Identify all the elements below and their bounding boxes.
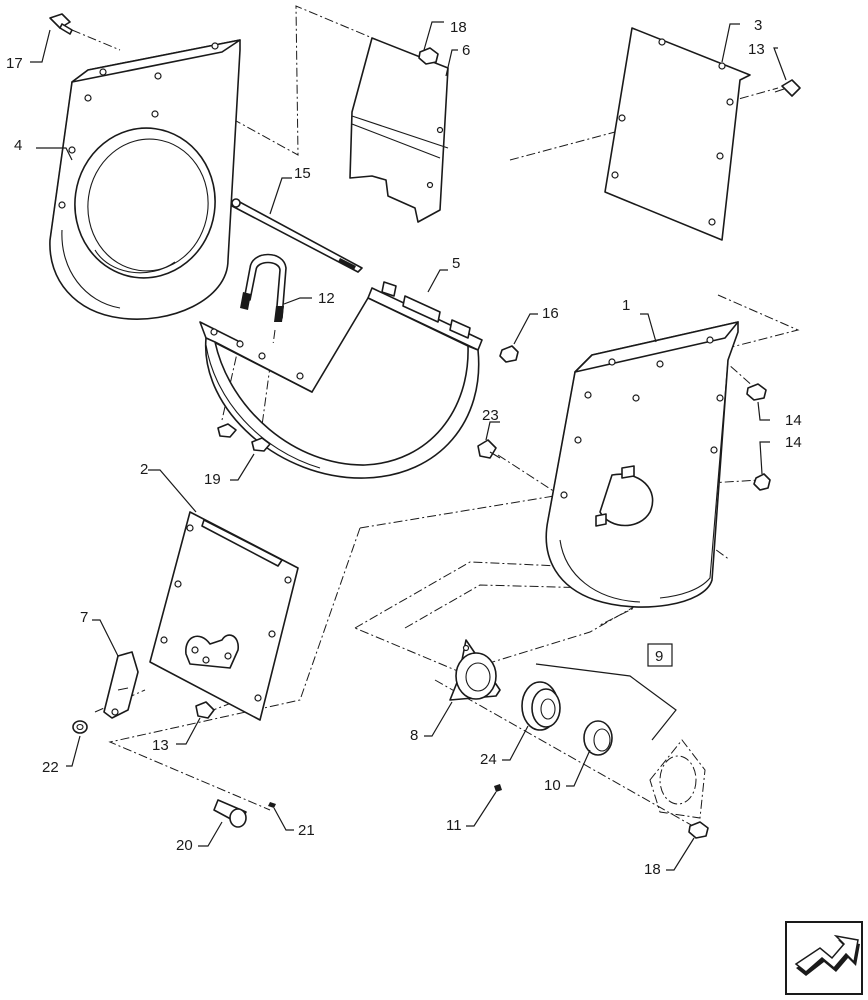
callout-9-box xyxy=(647,643,673,667)
clip-21 xyxy=(268,802,276,808)
callout-15: 15 xyxy=(294,165,311,182)
callout-22: 22 xyxy=(42,759,59,776)
nuts-19 xyxy=(217,423,271,452)
callout-13-top: 13 xyxy=(748,41,765,58)
pin-20 xyxy=(213,799,247,828)
callout-10: 10 xyxy=(544,777,561,794)
nut-16 xyxy=(499,345,519,363)
part-3-plate xyxy=(604,27,751,241)
callout-7: 7 xyxy=(80,609,88,626)
callout-17: 17 xyxy=(6,55,23,72)
callout-20: 20 xyxy=(176,837,193,854)
bolt-23 xyxy=(477,439,501,459)
callout-6: 6 xyxy=(462,42,470,59)
group-9-bracket xyxy=(535,663,677,741)
part-24-bearing xyxy=(521,681,561,731)
callout-16: 16 xyxy=(542,305,559,322)
callout-14-a: 14 xyxy=(785,412,802,429)
part-10-collar xyxy=(583,720,613,756)
callout-1: 1 xyxy=(622,297,630,314)
callout-19: 19 xyxy=(204,471,221,488)
callout-8: 8 xyxy=(410,727,418,744)
callout-12: 12 xyxy=(318,290,335,307)
callout-4: 4 xyxy=(14,137,22,154)
part-6-cover xyxy=(349,37,449,223)
bolt-13-top xyxy=(774,79,801,97)
part-4-housing xyxy=(49,39,241,320)
bolt-17 xyxy=(49,13,73,35)
callout-9: 9 xyxy=(655,648,663,665)
part-8-flange xyxy=(449,639,501,701)
part-5-trough xyxy=(199,281,483,479)
callout-3: 3 xyxy=(754,17,762,34)
flange-phantom xyxy=(649,739,706,819)
callout-21: 21 xyxy=(298,822,315,839)
callout-labels: 17 4 18 6 3 13 15 12 5 16 1 14 14 23 19 … xyxy=(6,17,802,878)
nuts-14 xyxy=(746,383,771,491)
bolt-13-lower xyxy=(195,701,215,719)
callout-13-lower: 13 xyxy=(152,737,169,754)
callout-leaders xyxy=(30,21,787,871)
callout-23: 23 xyxy=(482,407,499,424)
callout-2: 2 xyxy=(140,461,148,478)
callout-11: 11 xyxy=(446,817,462,834)
nut-18-top xyxy=(418,47,439,65)
part-2-door-plate xyxy=(149,511,299,721)
part-7-latch xyxy=(103,651,139,719)
pin-11 xyxy=(494,784,502,792)
callout-24: 24 xyxy=(480,751,497,768)
nut-18-lower xyxy=(688,821,709,839)
callout-14-b: 14 xyxy=(785,434,802,451)
callout-18-top: 18 xyxy=(450,19,467,36)
next-page-arrow-icon[interactable] xyxy=(785,921,863,995)
part-1-housing xyxy=(545,321,739,608)
part-15-rod xyxy=(231,198,363,273)
callout-18-lower: 18 xyxy=(644,861,661,878)
part-12-u-bolt xyxy=(240,253,287,322)
callout-5: 5 xyxy=(452,255,460,272)
washer-22 xyxy=(72,720,88,734)
